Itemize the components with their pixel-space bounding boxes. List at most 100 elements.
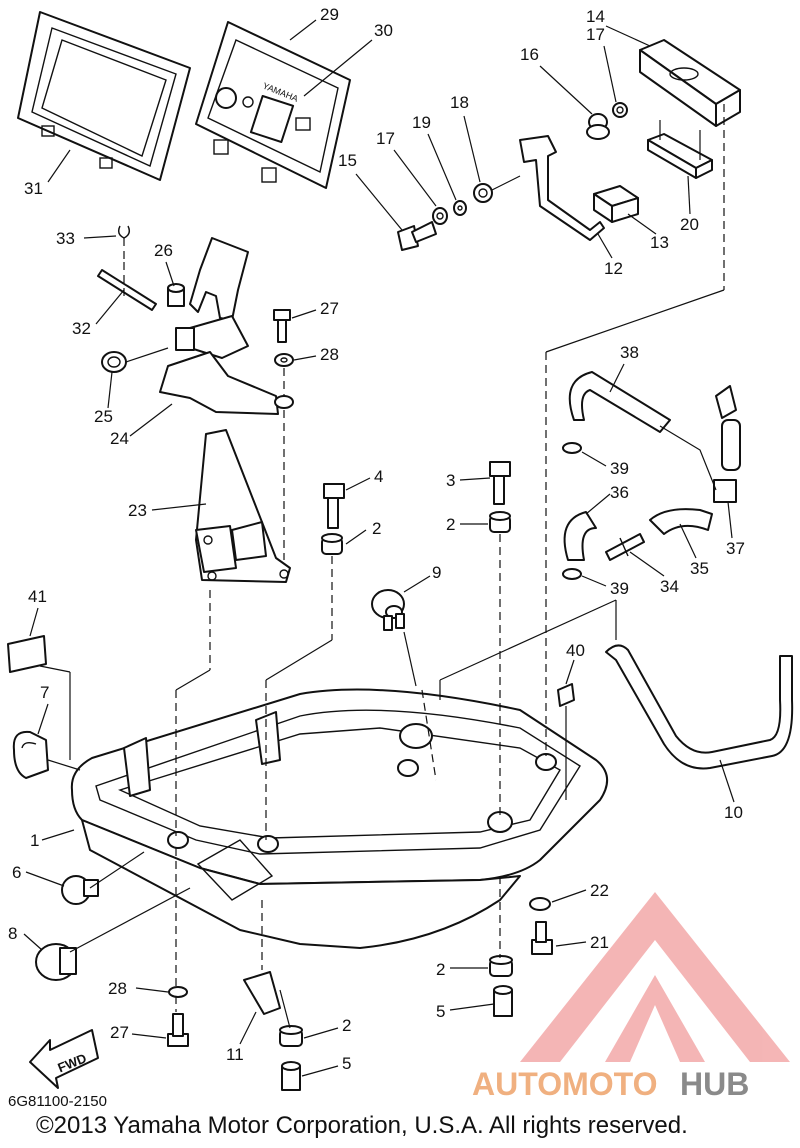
- callout-24: 24: [110, 429, 129, 448]
- part-41-label: [7, 635, 47, 673]
- callout-10: 10: [724, 803, 743, 822]
- part-10-hose: [605, 644, 794, 770]
- callouts: 1 2 2 2 2 3 4 5 5 6 7 8 9 10 11 12 13 14: [8, 5, 745, 1077]
- part-20-grommet: [647, 133, 713, 179]
- callout-22: 22: [590, 881, 609, 900]
- part-7-clip: [12, 730, 49, 779]
- callout-18: 18: [450, 93, 469, 112]
- part-24-lever: [159, 237, 294, 415]
- part-6-plug: [61, 875, 99, 905]
- part-25-grommet: [101, 351, 127, 373]
- callout-25: 25: [94, 407, 113, 426]
- part-28-washer: [274, 353, 294, 367]
- callout-32: 32: [72, 319, 91, 338]
- callout-33: 33: [56, 229, 75, 248]
- part-11-clip: [243, 971, 281, 1015]
- part-9-grommet: [371, 589, 405, 631]
- part-5-collar-right: [493, 985, 513, 1017]
- callout-2-lower-left: 2: [342, 1016, 351, 1035]
- callout-19: 19: [412, 113, 431, 132]
- callout-2-lower-right: 2: [436, 960, 445, 979]
- part-33-cotter-pin: [117, 225, 131, 262]
- callout-23: 23: [128, 501, 147, 520]
- part-22-washer: [529, 897, 551, 911]
- part-35-hose: [649, 508, 713, 535]
- callout-20: 20: [680, 215, 699, 234]
- callout-13: 13: [650, 233, 669, 252]
- part-27-bolt-lower: [167, 1013, 189, 1047]
- callout-12: 12: [604, 259, 623, 278]
- part-29-switch-panel: YAMAHA: [195, 21, 351, 189]
- callout-34: 34: [660, 577, 679, 596]
- watermark-text-secondary: HUB: [680, 1066, 749, 1102]
- part-17-washer: [432, 207, 448, 225]
- part-2-grommet-mid: [321, 533, 343, 555]
- part-26-collar: [167, 283, 185, 307]
- callout-7: 7: [40, 683, 49, 702]
- callout-26: 26: [154, 241, 173, 260]
- watermark-text-primary: AUTOMOTO: [472, 1066, 657, 1102]
- callout-16: 16: [520, 45, 539, 64]
- part-16-grommet: [586, 102, 628, 140]
- copyright-notice: ©2013 Yamaha Motor Corporation, U.S.A. A…: [36, 1112, 688, 1139]
- part-21-bolt: [531, 921, 553, 955]
- part-32-pin: [97, 269, 157, 311]
- part-2-grommet-lower-right: [489, 955, 513, 977]
- part-27-bolt: [273, 309, 291, 343]
- part-39-clamp-upper: [562, 442, 582, 454]
- callout-35: 35: [690, 559, 709, 578]
- callout-38: 38: [620, 343, 639, 362]
- callout-2-right: 2: [446, 515, 455, 534]
- part-4-bolt: [323, 483, 345, 529]
- part-39-clamp-lower: [562, 568, 582, 580]
- callout-29: 29: [320, 5, 339, 24]
- part-36-hose: [563, 511, 597, 561]
- callout-5-left: 5: [342, 1054, 351, 1073]
- part-37-joint: [713, 385, 741, 503]
- callout-8: 8: [8, 924, 17, 943]
- assembly-lines: [39, 104, 725, 1029]
- part-19-washer: [453, 200, 467, 216]
- callout-30: 30: [374, 21, 393, 40]
- callout-39-upper: 39: [610, 459, 629, 478]
- part-2-grommet-lower-left: [279, 1025, 303, 1047]
- callout-1: 1: [30, 831, 39, 850]
- callout-40: 40: [566, 641, 585, 660]
- callout-41: 41: [28, 587, 47, 606]
- callout-31: 31: [24, 179, 43, 198]
- callout-37: 37: [726, 539, 745, 558]
- callout-17-lower: 17: [376, 129, 395, 148]
- part-17-washer-upper: [612, 102, 628, 118]
- part-3-bolt: [489, 461, 511, 505]
- callout-27-lower: 27: [110, 1023, 129, 1042]
- part-14-bracket: [639, 39, 741, 127]
- callout-4: 4: [374, 467, 383, 486]
- part-40-label: [557, 683, 575, 707]
- callout-14: 14: [586, 7, 605, 26]
- part-code: 6G81100-2150: [8, 1093, 107, 1110]
- callout-39-lower: 39: [610, 579, 629, 598]
- callout-3: 3: [446, 471, 455, 490]
- part-15-bolt: [397, 221, 437, 251]
- part-31-frame: [17, 11, 191, 181]
- part-34-joint: [605, 533, 645, 561]
- part-12-bracket: [519, 135, 605, 241]
- part-18-collar: [473, 183, 493, 203]
- part-1-bottom-cowling: [70, 688, 608, 949]
- part-2-grommet-right: [489, 511, 511, 533]
- part-5-collar-left: [281, 1061, 301, 1091]
- callout-28-lower: 28: [108, 979, 127, 998]
- callout-9: 9: [432, 563, 441, 582]
- callout-11: 11: [226, 1045, 244, 1064]
- callout-36: 36: [610, 483, 629, 502]
- callout-15: 15: [338, 151, 357, 170]
- callout-2-mid: 2: [372, 519, 381, 538]
- callout-5-right: 5: [436, 1002, 445, 1021]
- part-38-hose: [568, 371, 671, 433]
- callout-27-upper: 27: [320, 299, 339, 318]
- callout-17-upper: 17: [586, 25, 605, 44]
- callout-21: 21: [590, 933, 609, 952]
- watermark-logo: [520, 892, 790, 1062]
- part-8-plug: [35, 943, 77, 981]
